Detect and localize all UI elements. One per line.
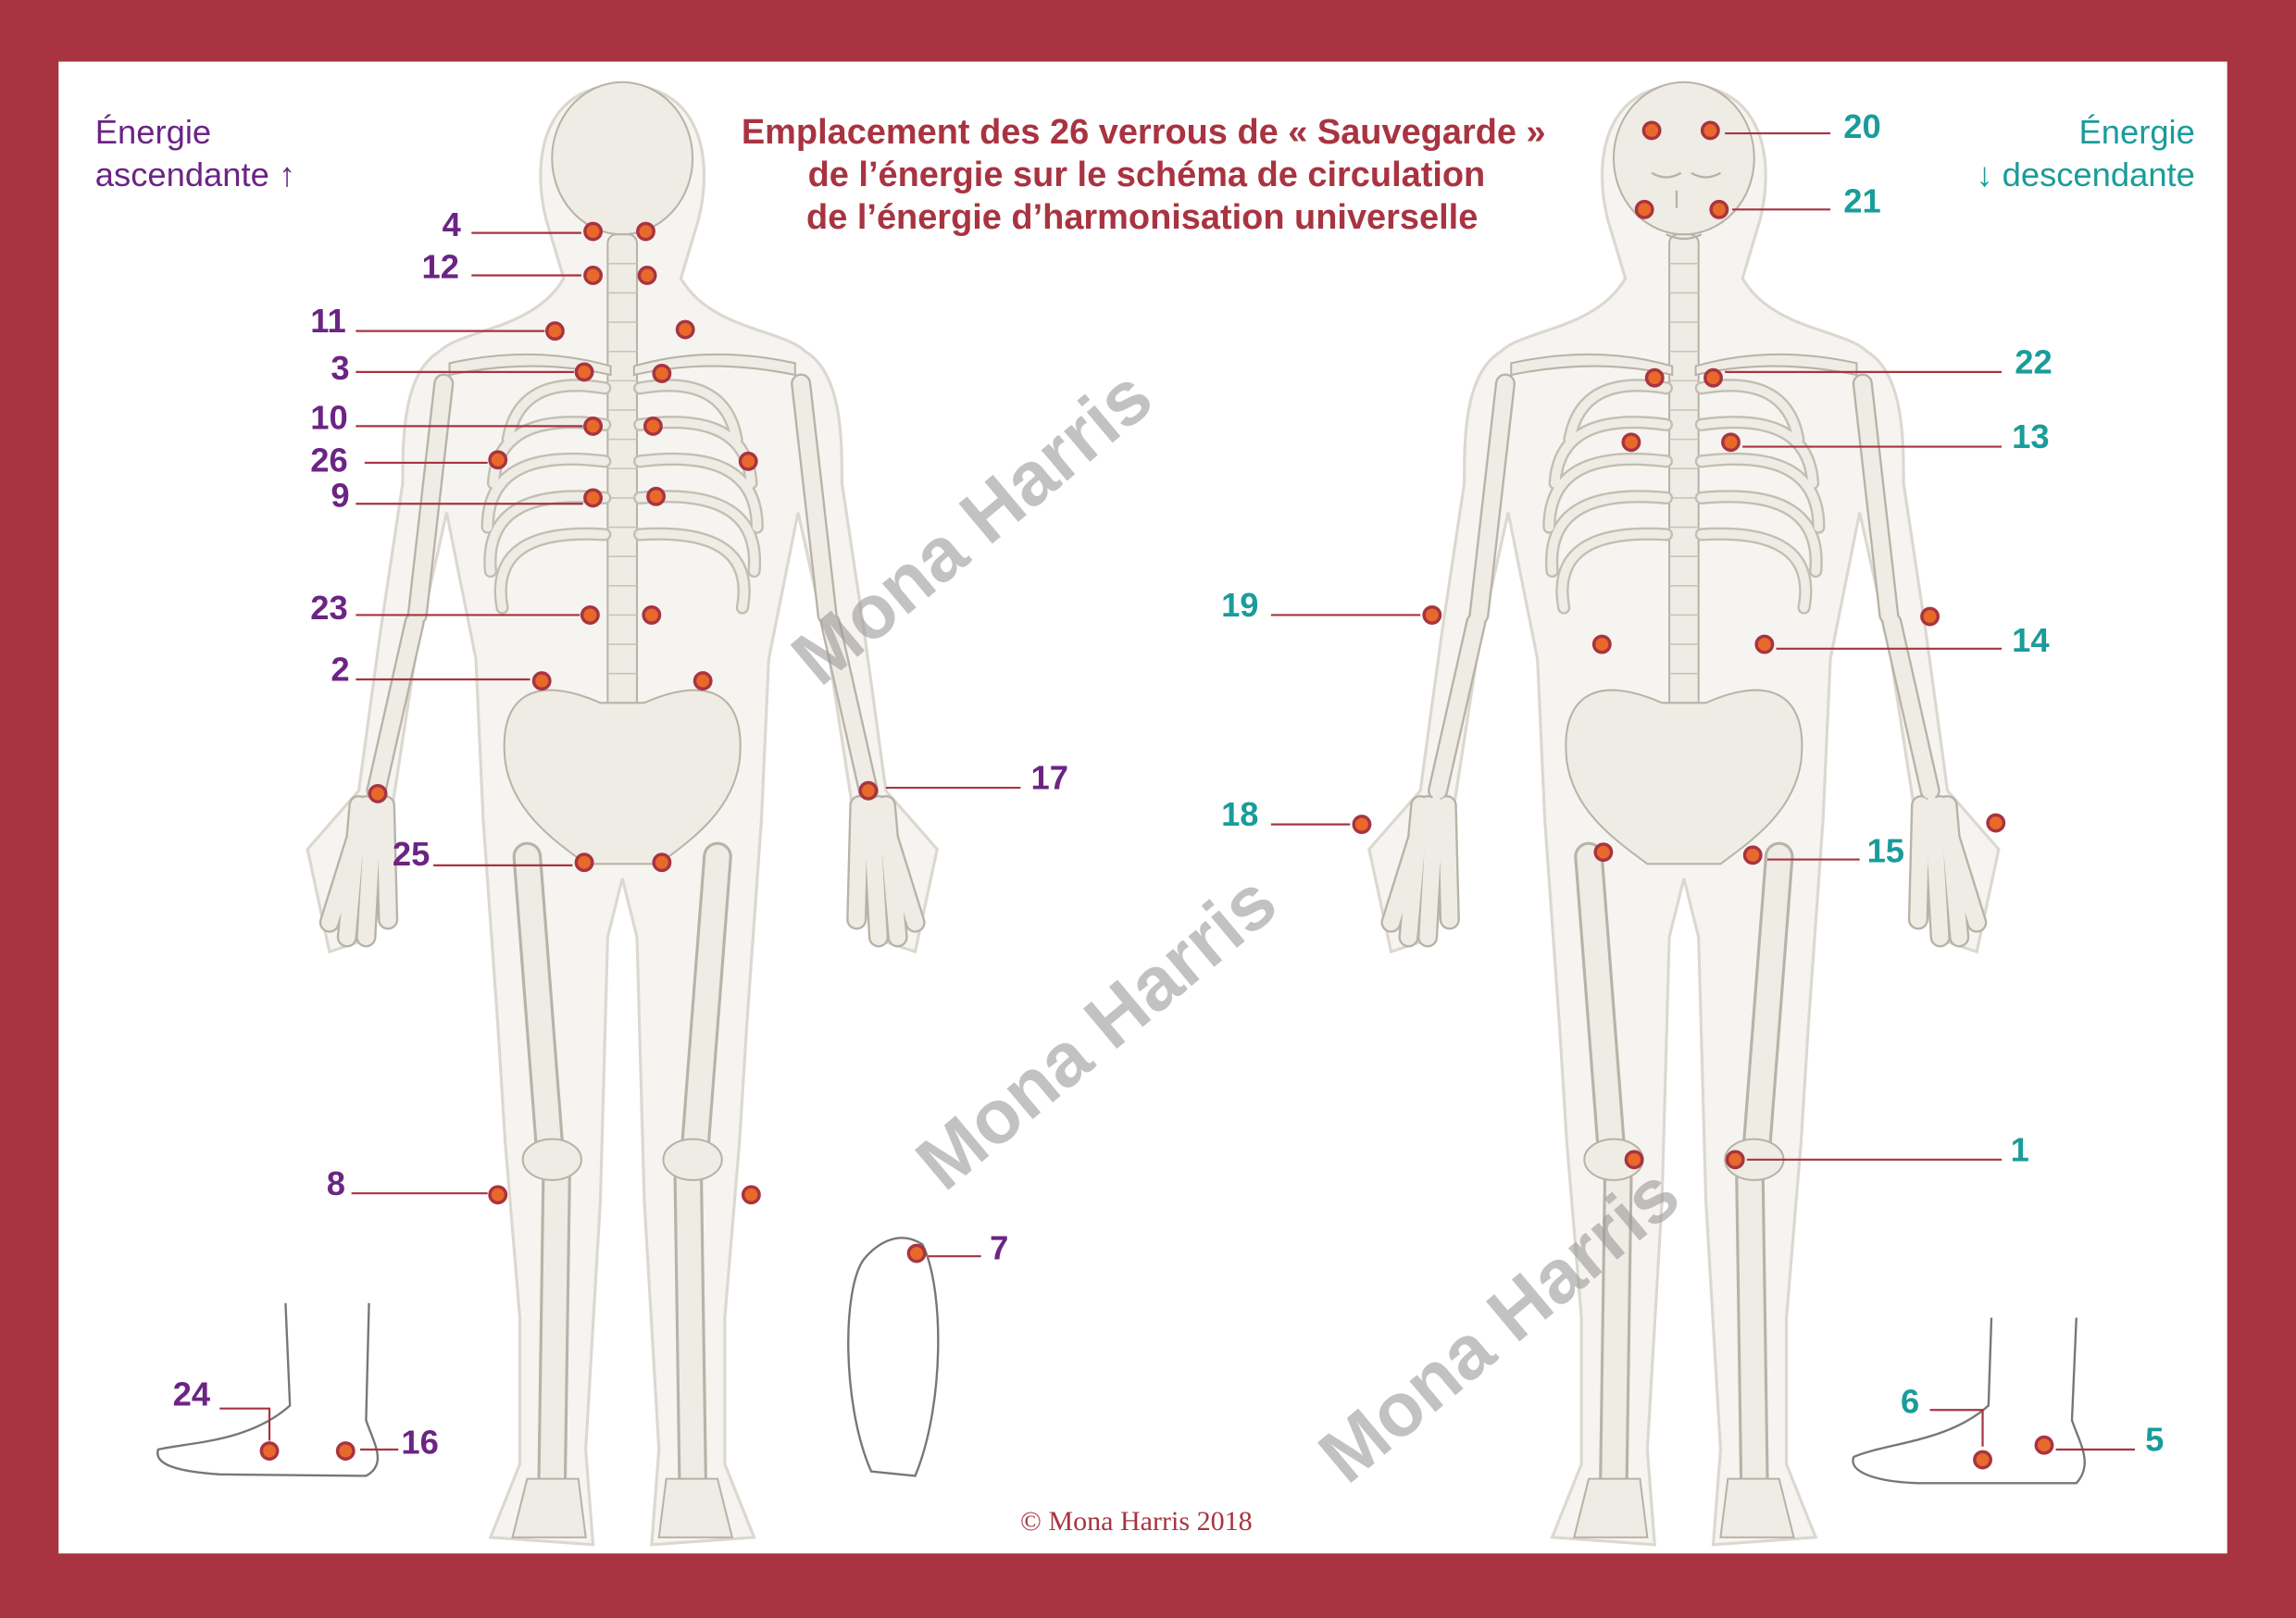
face-features — [1651, 171, 1722, 241]
point-label: 24 — [173, 1375, 211, 1413]
title-line-2: de l’énergie sur le schéma de circulatio… — [808, 156, 1486, 194]
foot-side-right-illustration — [1852, 1317, 2086, 1485]
point-label: 20 — [1843, 107, 1880, 145]
copyright: © Mona Harris 2018 — [1020, 1505, 1253, 1537]
point-label: 25 — [393, 835, 430, 873]
point-label: 18 — [1221, 795, 1258, 833]
descending-energy-label-2: ↓ descendante — [1976, 156, 2195, 193]
descending-energy-label: Énergie — [2079, 113, 2195, 151]
point-label: 2 — [331, 651, 349, 689]
marker-dots — [1352, 120, 2054, 1470]
point-label: 9 — [331, 476, 349, 514]
page-title: Emplacement des 26 verrous de « Sauvegar… — [742, 113, 1546, 237]
point-label: 22 — [2015, 342, 2052, 380]
point-label: 12 — [422, 248, 459, 286]
point-label: 11 — [310, 302, 345, 340]
point-label: 10 — [310, 399, 347, 437]
point-label: 14 — [2012, 621, 2050, 659]
point-label: 5 — [2145, 1421, 2164, 1459]
point-label: 26 — [310, 441, 347, 479]
back-view-points: 4 12 11 3 10 26 9 23 2 25 8 17 7 24 16 — [173, 205, 1068, 1462]
canvas — [58, 61, 2227, 1554]
point-label: 1 — [2011, 1130, 2029, 1168]
ascending-energy-label: Énergie — [95, 113, 211, 151]
foot-sole-illustration — [847, 1237, 940, 1477]
point-label: 19 — [1221, 586, 1258, 624]
point-label: 15 — [1867, 832, 1904, 870]
point-label: 16 — [401, 1424, 438, 1462]
point-label: 13 — [2012, 417, 2049, 455]
point-label: 3 — [331, 349, 349, 387]
point-label: 4 — [443, 205, 462, 243]
marker-dots — [259, 221, 927, 1461]
point-label: 23 — [310, 589, 347, 627]
point-label: 8 — [327, 1164, 345, 1202]
front-view-points: 20 21 22 13 14 19 18 15 1 6 5 — [1221, 107, 2164, 1470]
point-label: 7 — [990, 1228, 1008, 1266]
title-line-1: Emplacement des 26 verrous de « Sauvegar… — [742, 113, 1546, 152]
point-label: 6 — [1901, 1382, 1919, 1420]
foot-side-left-illustration — [156, 1302, 379, 1477]
point-label: 17 — [1030, 759, 1067, 797]
ascending-energy-label-2: ascendante ↑ — [95, 156, 295, 193]
point-label: 21 — [1843, 181, 1880, 219]
title-line-3: de l’énergie d’harmonisation universelle — [806, 198, 1478, 237]
